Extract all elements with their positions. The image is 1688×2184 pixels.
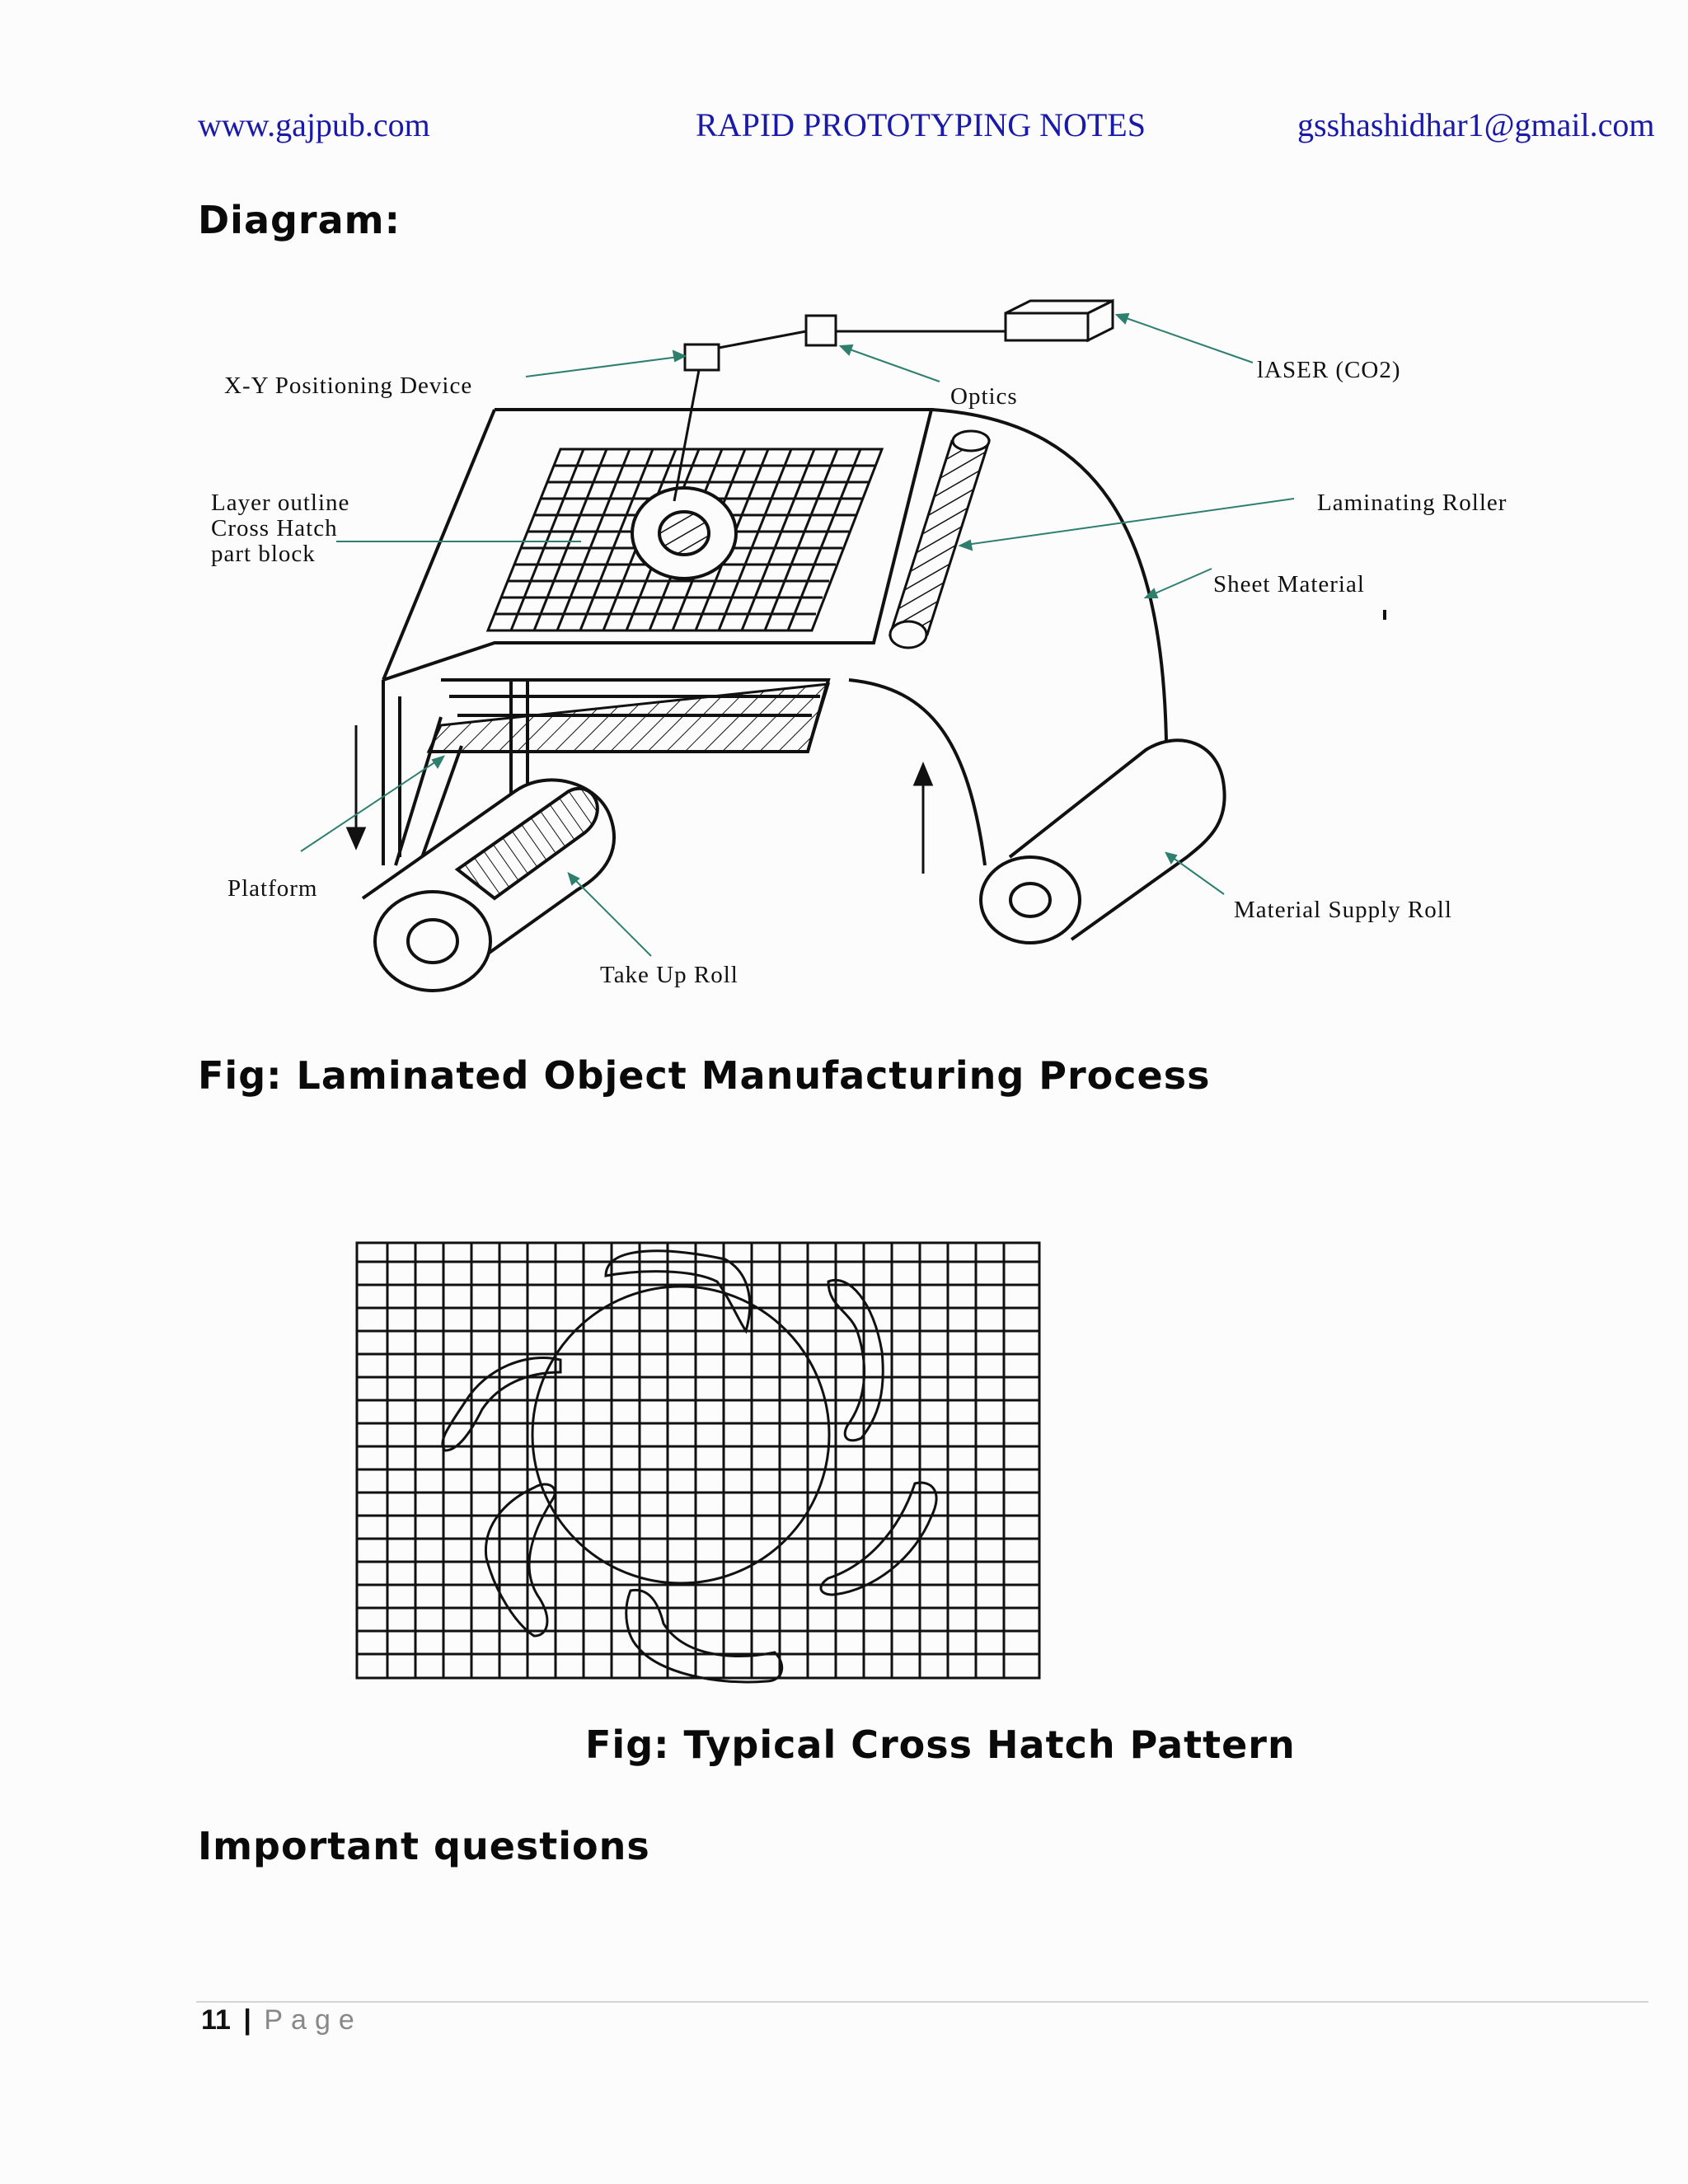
footer-rule [196,2001,1648,2003]
laser-source [1004,298,1114,343]
lom-process-diagram: X-Y Positioning Device Optics lASER (CO2… [211,298,1507,992]
label-platform: Platform [227,875,318,902]
important-questions-heading: Important questions [198,1824,650,1868]
page-number: 11 [201,2004,231,2036]
take-up-roll [361,778,616,992]
label-layer-outline: Layer outline [211,490,349,516]
hatch-grid [355,1241,1041,1680]
laminating-roller-end [889,620,928,649]
sheet-up-arrow [912,762,934,874]
layer-ring-inner [658,510,710,556]
label-cross-hatch: Cross Hatch [211,515,338,541]
label-xy-positioning-device: X-Y Positioning Device [224,373,472,399]
page-word: Page [264,2004,363,2036]
supply-roll [979,738,1226,944]
label-part-block: part block [211,541,316,567]
header-website: www.gajpub.com [198,106,430,143]
optics-box [804,314,837,347]
leader-lines [300,312,1295,957]
figure1-caption: Fig: Laminated Object Manufacturing Proc… [198,1053,1211,1098]
page-separator: | [243,2004,251,2036]
header-email: gsshashidhar1@gmail.com [1297,106,1655,143]
label-take-up-roll: Take Up Roll [600,962,738,988]
label-laminating-roller: Laminating Roller [1317,490,1507,516]
label-laser: lASER (CO2) [1257,357,1401,383]
cross-hatch-pattern [355,1241,1041,1684]
part-outline [441,1249,938,1684]
label-material-supply-roll: Material Supply Roll [1234,897,1452,923]
figure2-caption: Fig: Typical Cross Hatch Pattern [585,1722,1296,1767]
label-optics: Optics [950,383,1018,410]
header-title: RAPID PROTOTYPING NOTES [696,106,1146,143]
diagram-heading: Diagram: [198,198,401,242]
platform-down-arrow [345,725,367,851]
part-block-hatch [426,682,831,753]
xy-device-box [683,343,720,372]
page-footer: 11 | Page [201,2004,363,2036]
laminating-roller [888,439,992,636]
label-sheet-material: Sheet Material [1213,571,1365,598]
